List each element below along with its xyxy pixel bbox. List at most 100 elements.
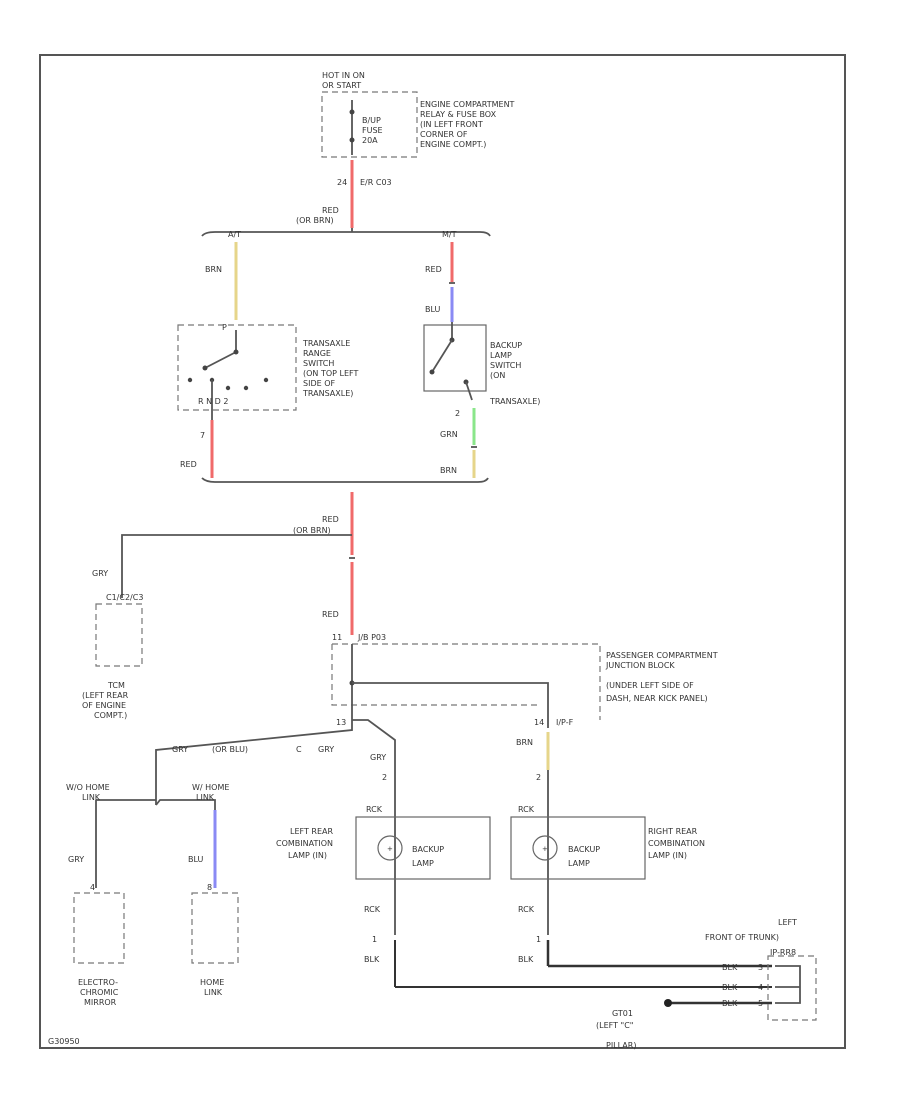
ml-mirror-label-1: ELECTRO- (78, 978, 118, 987)
ml-mirror-label-3: MIRROR (84, 998, 117, 1007)
tcm-label-4: COMPT.) (94, 711, 127, 720)
tcm-label-1: TCM (107, 681, 125, 690)
tr-label-5: SIDE OF (303, 379, 335, 388)
lrl-label-1: LEFT REAR (290, 827, 333, 836)
bs-label-2: LAMP (490, 351, 512, 360)
split-left-label: A/T (228, 230, 241, 239)
tcm-connector: C1/C2/C3 (106, 593, 143, 602)
ground-section: LEFT FRONT OF TRUNK) IP-RR8 BLK BLK BLK … (394, 918, 817, 1050)
lrl-label-2: COMBINATION (276, 839, 333, 848)
ml-mirror-wire: GRY (68, 855, 84, 864)
gnd-conn: IP-RR8 (770, 948, 796, 957)
ml-link-label-1: HOME (200, 978, 224, 987)
ml-mirror-label-2: CHROMIC (80, 988, 119, 997)
tr-pins: R N D 2 (198, 397, 228, 406)
rrl-conn: RCK (518, 805, 535, 814)
bs-label-1: BACKUP (490, 341, 522, 350)
lrl-label-3: LAMP (IN) (288, 851, 327, 860)
tr-label-4: (ON TOP LEFT (303, 369, 358, 378)
ml-wire-1: GRY (172, 745, 188, 754)
jb-right-pin: 14 (534, 718, 544, 727)
jb-label-1: PASSENGER COMPARTMENT (606, 651, 718, 660)
bs-wire-out-2: BRN (440, 466, 457, 475)
fuse-box-label-4: CORNER OF (420, 130, 468, 139)
bs-label-5: TRANSAXLE) (489, 397, 540, 406)
main-wire-upper-2: (OR BRN) (293, 526, 331, 535)
tr-label-6: TRANSAXLE) (302, 389, 353, 398)
rrl-inner-2: LAMP (568, 859, 590, 868)
fuse-out-wire-1: RED (322, 206, 339, 215)
right-rear-lamp: 2 RCK + BACKUP LAMP RIGHT REAR COMBINATI… (510, 770, 705, 964)
rrl-label-2: COMBINATION (648, 839, 705, 848)
bs-label-3: SWITCH (490, 361, 521, 370)
lrl-conn: RCK (366, 805, 383, 814)
tr-wire-out: RED (180, 460, 197, 469)
ml-junction: C (296, 745, 302, 754)
gnd-label-2: FRONT OF TRUNK) (705, 933, 779, 942)
fuse-box-label-5: ENGINE COMPT.) (420, 140, 486, 149)
jb-left-pin: 13 (336, 718, 346, 727)
fuse-label-2: FUSE (362, 126, 383, 135)
fuse-label-1: B/UP (362, 116, 381, 125)
ml-right-label-2: LINK (196, 793, 215, 802)
jb-label-3: (UNDER LEFT SIDE OF (606, 681, 694, 690)
lrl-pin: 2 (382, 773, 387, 782)
lrl-wire-out: BLK (364, 955, 380, 964)
left-rear-lamp: GRY 2 RCK + BACKUP LAMP LEFT REAR COMBIN… (276, 753, 491, 964)
ground-point-icon (664, 999, 672, 1007)
jb-label-2: JUNCTION BLOCK (605, 661, 675, 670)
fuse-box-header-2: OR START (322, 81, 361, 90)
bs-wire-in-2: BLU (425, 305, 441, 314)
transaxle-range-switch: BRN P R N D 2 TRANSAXLE RANGE SWITCH (ON… (177, 242, 358, 478)
diagram-frame (39, 54, 846, 1049)
lrl-out-pin: 1 (372, 935, 377, 944)
fuse-label-3: 20A (362, 136, 378, 145)
gnd-pin-3: 5 (758, 999, 763, 1008)
backup-lamp-switch: RED BLU BACKUP LAMP SWITCH (ON TRANSAXLE… (423, 242, 540, 478)
rrl-label-3: LAMP (IN) (648, 851, 687, 860)
rrl-label-1: RIGHT REAR (648, 827, 698, 836)
fuse-box: HOT IN ON OR START B/UP FUSE 20A ENGINE … (296, 71, 515, 225)
tr-label-1: TRANSAXLE (302, 339, 350, 348)
tr-out-pin: 7 (200, 431, 205, 440)
lrl-out-conn: RCK (364, 905, 381, 914)
bs-out-pin: 2 (455, 409, 460, 418)
lrl-inner-1: BACKUP (412, 845, 444, 854)
tr-label-3: SWITCH (303, 359, 334, 368)
tcm: GRY C1/C2/C3 TCM (LEFT REAR OF ENGINE CO… (82, 569, 143, 720)
rrl-pin: 2 (536, 773, 541, 782)
mirror-homelink: GRY (OR BLU) GRY C W/O HOME LINK W/ HOME… (66, 745, 334, 1007)
tr-label-2: RANGE (303, 349, 331, 358)
gnd-id-label-2: PILLAR) (606, 1041, 636, 1050)
tr-wire-in: BRN (205, 265, 222, 274)
ml-mirror-pin: 4 (90, 883, 95, 892)
right-bulb-icon (532, 835, 558, 861)
lrl-wire-in: GRY (370, 753, 386, 762)
gnd-id-label-1: (LEFT "C" (596, 1021, 633, 1030)
gnd-pin-2: 4 (758, 983, 763, 992)
rrl-inner-1: BACKUP (568, 845, 600, 854)
main-wire-upper-1: RED (322, 515, 339, 524)
jb-right-wire: BRN (516, 738, 533, 747)
bs-label-4: (ON (490, 371, 505, 380)
ml-link-label-2: LINK (204, 988, 223, 997)
fuse-box-pin-conn: E/R C03 (360, 178, 392, 187)
rrl-out-pin: 1 (536, 935, 541, 944)
junction-block: 11 J/B P03 PASSENGER COMPARTMENT JUNCTIO… (331, 633, 718, 747)
ml-left-label-1: W/O HOME (66, 783, 110, 792)
gnd-wire-2: BLK (722, 983, 738, 992)
gnd-wire-1: BLK (722, 963, 738, 972)
bs-wire-in-1: RED (425, 265, 442, 274)
footer-code: G30950 (48, 1037, 80, 1046)
fuse-out-wire-2: (OR BRN) (296, 216, 334, 225)
main-wire-lower: RED (322, 610, 339, 619)
fuse-box-label-1: ENGINE COMPARTMENT (420, 100, 515, 109)
svg-text:+: + (387, 845, 393, 853)
ml-wire-3: GRY (318, 745, 334, 754)
tcm-wire: GRY (92, 569, 108, 578)
fuse-box-pin: 24 (337, 178, 347, 187)
fuse-box-label-3: (IN LEFT FRONT (420, 120, 483, 129)
left-bulb-icon (377, 835, 403, 861)
lrl-inner-2: LAMP (412, 859, 434, 868)
